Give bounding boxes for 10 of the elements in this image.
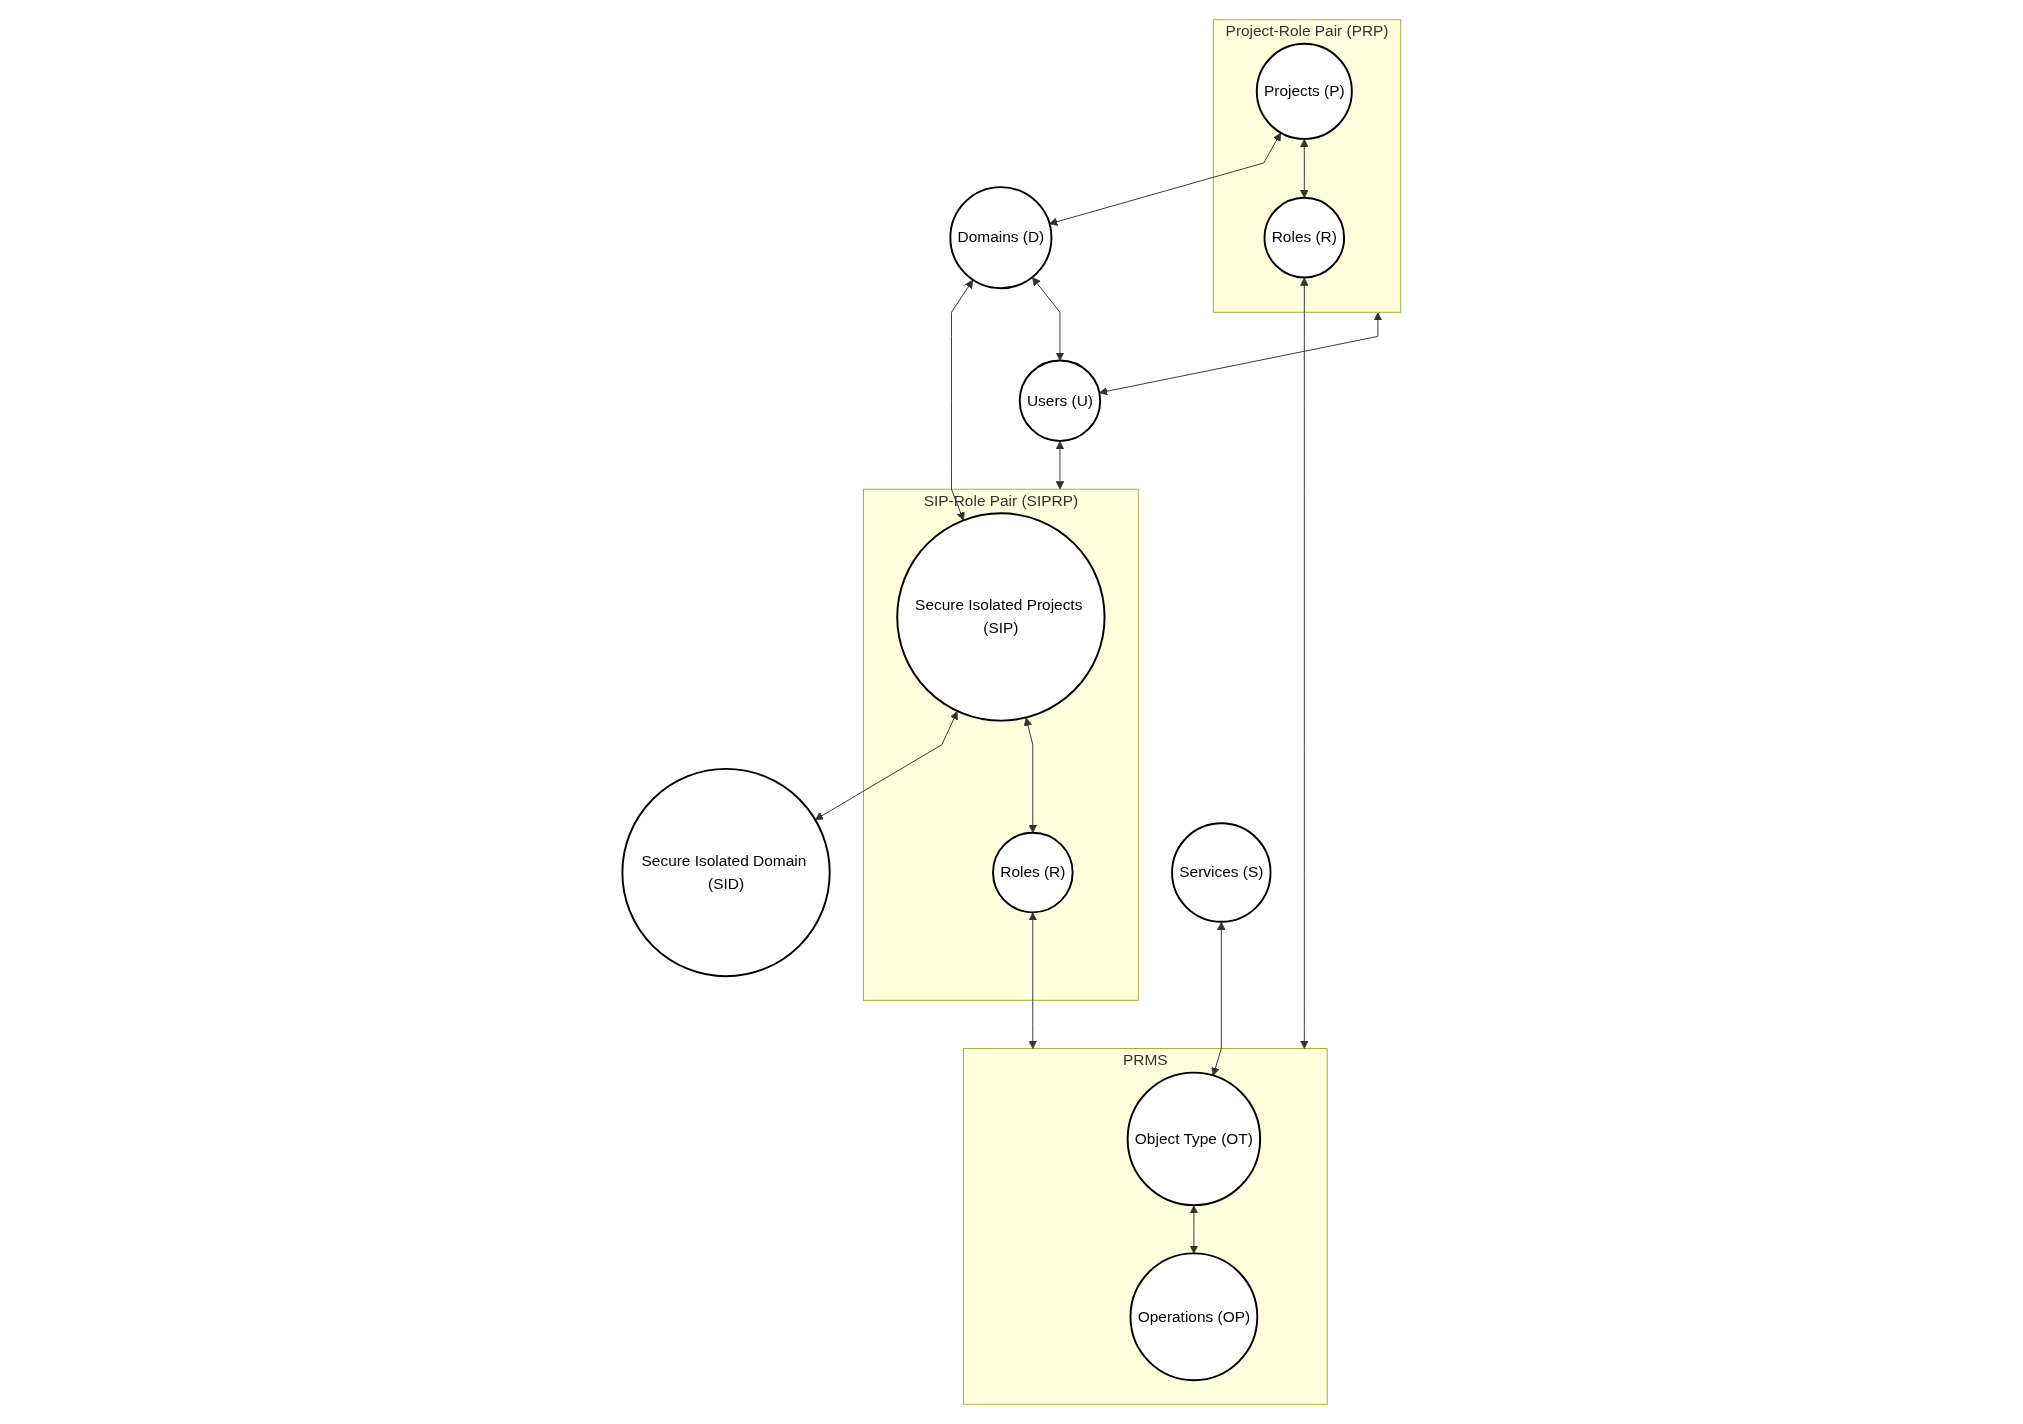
node-circle: Users (U) — [1018, 359, 1102, 442]
node-circle: Operations (OP) — [1129, 1252, 1259, 1382]
node-circle: Secure Isolated Projects (SIP) — [896, 512, 1106, 722]
node-circle: Roles (R) — [992, 831, 1074, 914]
node-circle: Roles (R) — [1263, 196, 1346, 279]
node-circle: Secure Isolated Domain (SID) — [621, 767, 831, 978]
node-circle: Services (S) — [1171, 822, 1272, 923]
node-circle: Object Type (OT) — [1126, 1071, 1262, 1207]
node-circle: Domains (D) — [949, 186, 1053, 290]
node-circle: Projects (P) — [1255, 42, 1353, 140]
